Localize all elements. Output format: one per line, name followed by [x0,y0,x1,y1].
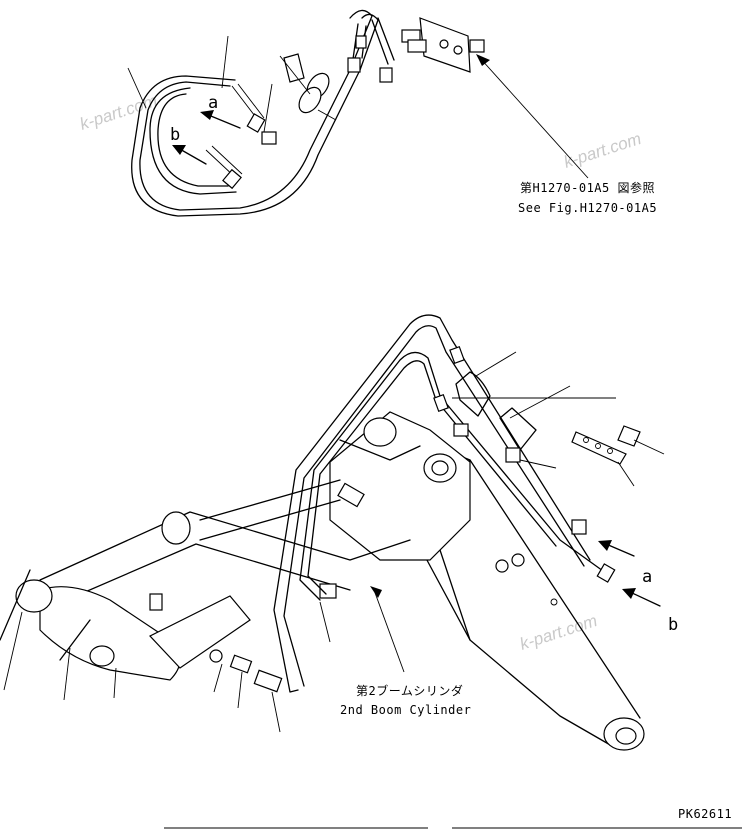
frame-line-left [0,569,91,661]
bolt [617,425,641,447]
boom-hole-1 [511,553,525,567]
fitting-u1 [347,57,361,73]
arrow-a-head-top [200,110,214,120]
fitting-u2 [379,67,393,83]
pipe-sleeve-2 [298,86,322,114]
boom-pipes [229,314,641,693]
root-pin-1 [363,417,397,447]
ref-en: See Fig.H1270-01A5 [518,201,657,215]
root-cross-member [339,439,421,461]
cyl-arrowhead [370,586,382,598]
boom-fitting-4 [505,447,521,463]
lower-fitting-2 [253,669,283,693]
bottom-leaders [3,351,665,733]
arrow-b-head-top [172,145,186,155]
hose-a2 [149,87,237,195]
pipe-loop-outer [139,9,373,211]
lower-pin-mid [89,645,115,667]
bracket-bolt-1 [439,39,449,49]
cylinder-label-en: 2nd Boom Cylinder [340,703,471,717]
label-a-top: a [208,93,218,113]
boom-fitting-2 [433,393,449,413]
pipe-clamp-lower [319,583,337,599]
clamp-top [261,131,277,145]
boom-pipe-2 [283,325,585,687]
boom-root-bracket [329,411,471,561]
watermark-4: k-part.com [517,611,599,654]
cylinder-rod [199,479,341,541]
bracket-fitting-3 [469,39,485,53]
top-hose-assembly [131,9,485,217]
boom-hole-3 [550,598,558,606]
braided-hose-upper [231,83,265,121]
washer [209,649,223,663]
bracket-plate-boom [337,482,365,508]
root-pin-2-inner [431,460,449,476]
label-b-top: b [170,125,180,145]
fitting-top-b [222,168,242,190]
watermark-2: k-part.com [561,129,643,172]
boom-fitting-3 [453,423,469,437]
hose-a [157,93,229,187]
lower-lever [149,595,251,669]
bracket-fitting-2 [407,39,427,53]
boom-fitting-6 [596,563,616,583]
fitting-top-a [246,113,266,133]
loop-clamp-1 [455,371,491,417]
bracket-bolt-2 [453,45,463,55]
boom-assembly [0,411,645,751]
cylinder-clip [149,593,163,611]
boom-pipe-1 [273,314,591,693]
top-leaders [127,35,589,179]
arrow-b-head-bottom [622,588,636,599]
cylinder-head [161,511,191,545]
boom-end-pin-inner [615,727,637,745]
boom-pipe-3 [299,351,611,601]
lower-fitting-1 [229,654,253,674]
boom-hole-2 [495,559,509,573]
cylinder-label-jp: 第2ブームシリンダ [356,683,463,698]
ref-jp: 第H1270-01A5 図参照 [520,180,655,195]
pipe-loop-inner [131,13,379,217]
tag [283,53,305,83]
cylinder-body-top [39,511,411,581]
boom-arm-bottom-edge [399,509,613,747]
lower-pin-left [15,579,53,613]
boom-fitting-1 [449,345,465,365]
loop-clamp-2 [499,407,537,451]
top-arrows [172,110,241,165]
arrow-a-head-bottom [598,540,612,551]
cylinder-body-bottom [47,543,351,609]
watermarks: k-part.com k-part.com k-part.com k-part.… [77,91,643,664]
drawing-number: PK62611 [678,807,732,821]
fitting-u3 [355,35,367,49]
boom-pipe-4 [307,360,557,595]
boom-fitting-5 [571,519,587,535]
ref-arrowhead [476,54,490,66]
bottom-arrows [598,540,661,607]
label-a-bottom: a [642,567,652,587]
label-b-bottom: b [668,615,678,635]
